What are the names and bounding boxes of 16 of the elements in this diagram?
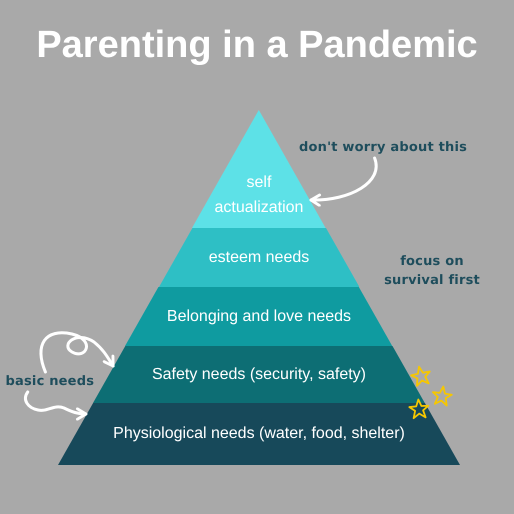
tier-label: Belonging and love needs — [166, 306, 352, 326]
tier-label: self actualization — [214, 173, 304, 218]
pyramid-tier — [125, 287, 393, 346]
pyramid-tier — [158, 228, 360, 287]
curved-arrow — [310, 156, 378, 206]
curved-arrow — [24, 390, 88, 420]
tier-label: Safety needs (security, safety) — [152, 364, 366, 384]
handwritten-note: don't worry about this — [299, 139, 468, 157]
handwritten-note: focus on survival first — [384, 253, 480, 290]
pyramid-tier — [93, 346, 425, 403]
curved-arrow — [39, 331, 115, 374]
title: Parenting in a Pandemic — [36, 23, 478, 67]
handwritten-note: basic needs — [6, 373, 94, 391]
tier-label: esteem needs — [208, 248, 310, 268]
pyramid-tier — [58, 403, 460, 465]
tier-label: Physiological needs (water, food, shelter) — [113, 424, 405, 444]
